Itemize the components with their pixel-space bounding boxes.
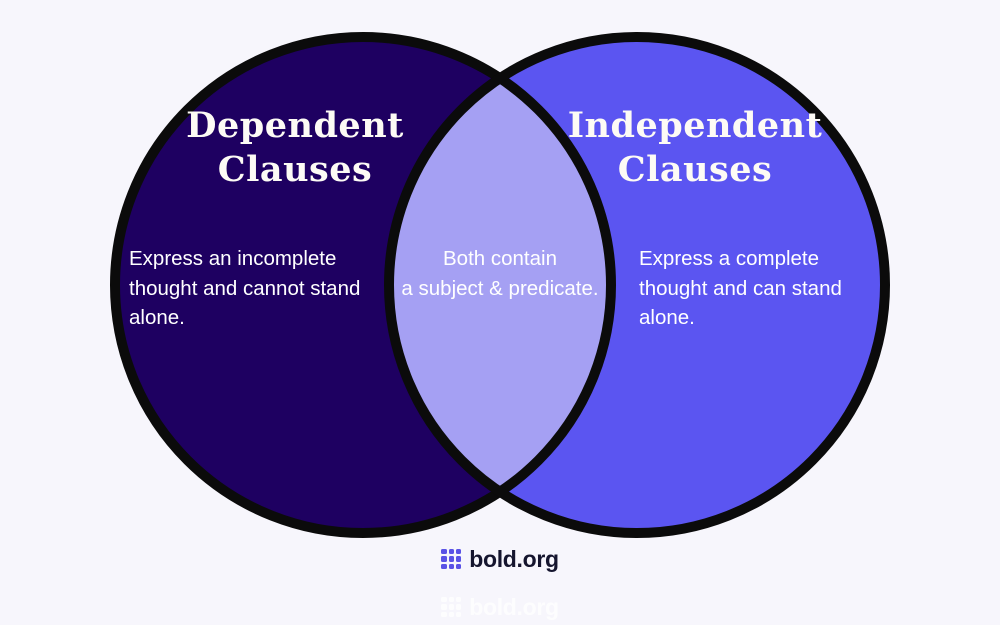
- overlap-desc-line1: Both contain: [443, 247, 557, 270]
- left-circle-description: Express an incomplete thought and cannot…: [129, 244, 409, 333]
- bold-org-watermark: bold.org: [0, 594, 1000, 620]
- left-desc-line3: alone.: [129, 306, 185, 329]
- right-circle-description: Express a complete thought and can stand…: [639, 244, 889, 333]
- left-title-line1: Dependent: [186, 105, 404, 146]
- bold-grid-icon-watermark: [441, 597, 462, 617]
- right-circle-title: Independent Clauses: [545, 104, 845, 192]
- grid-icon-cell: [441, 556, 447, 562]
- right-desc-line3: alone.: [639, 306, 695, 329]
- grid-icon-cell: [448, 549, 454, 555]
- bold-org-logo-text: bold.org: [469, 545, 559, 572]
- grid-icon-cell: [448, 597, 454, 603]
- left-title-line2: Clauses: [217, 149, 373, 190]
- grid-icon-cell: [441, 563, 447, 569]
- overlap-desc-line2: a subject & predicate.: [401, 276, 599, 300]
- bold-grid-icon: [441, 549, 462, 569]
- grid-icon-cell: [455, 549, 462, 555]
- right-circle-outline: [384, 32, 890, 538]
- bold-org-watermark-text: bold.org: [469, 593, 559, 620]
- grid-icon-cell: [448, 563, 454, 569]
- left-circle-title: Dependent Clauses: [145, 104, 445, 192]
- left-desc-line1: Express an incomplete: [129, 247, 337, 270]
- grid-icon-cell: [455, 604, 462, 610]
- left-desc-line2: thought and cannot stand: [129, 276, 361, 300]
- left-circle-outline: [110, 32, 616, 538]
- grid-icon-cell: [455, 611, 462, 617]
- grid-icon-cell: [455, 563, 462, 569]
- grid-icon-cell: [455, 597, 462, 603]
- right-desc-line1: Express a complete: [639, 247, 820, 270]
- right-title-line2: Clauses: [617, 149, 773, 190]
- grid-icon-cell: [441, 611, 447, 617]
- bold-org-logo: bold.org: [0, 545, 1000, 573]
- grid-icon-cell: [448, 611, 454, 617]
- grid-icon-cell: [455, 556, 462, 562]
- grid-icon-cell: [441, 597, 447, 603]
- right-desc-line2: thought and can stand: [639, 276, 842, 300]
- right-title-line1: Independent: [567, 105, 823, 146]
- grid-icon-cell: [448, 604, 454, 610]
- overlap-lens-fill: [389, 78, 611, 492]
- grid-icon-cell: [448, 556, 454, 562]
- grid-icon-cell: [441, 604, 447, 610]
- grid-icon-cell: [441, 549, 447, 555]
- overlap-description: Both contain a subject & predicate.: [388, 244, 612, 303]
